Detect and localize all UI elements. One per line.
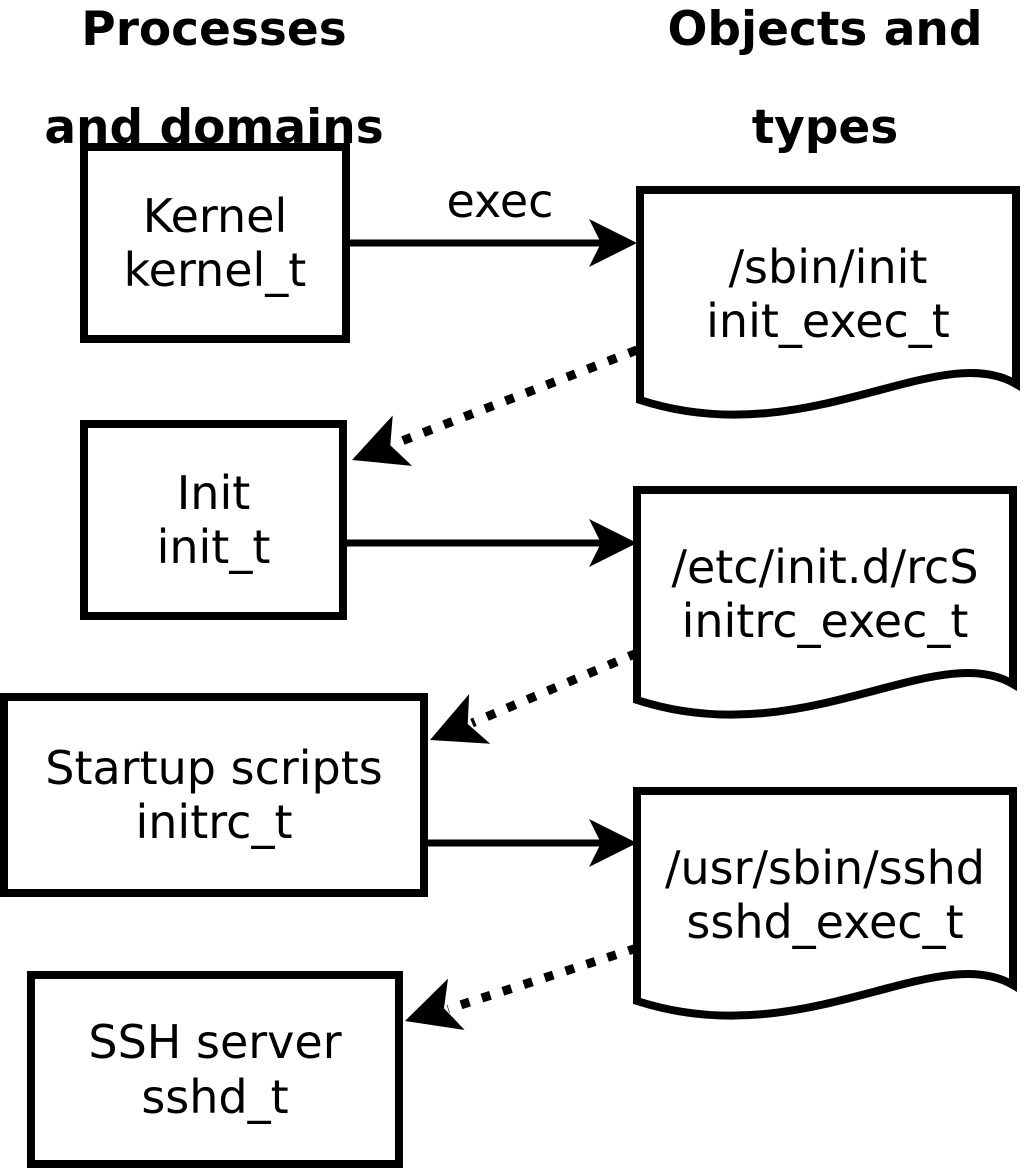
document-shape-icon <box>633 787 1017 1020</box>
process-domain: init_t <box>156 520 271 574</box>
process-box-kernel: Kernel kernel_t <box>80 143 350 343</box>
document-shape-icon <box>633 486 1017 719</box>
process-domain: sshd_t <box>141 1069 289 1124</box>
right-column-header-line1: Objects and <box>667 2 983 57</box>
exec-arrow-init-to-rcs <box>347 519 637 567</box>
object-type: init_exec_t <box>706 294 950 348</box>
exec-edge-label: exec <box>446 174 554 228</box>
transition-arrow-sshd-exec-to-sshd-t <box>405 943 639 1030</box>
object-path: /usr/sbin/sshd <box>665 840 985 895</box>
object-path: /sbin/init <box>728 239 928 294</box>
process-name: Kernel <box>142 188 288 243</box>
process-domain: initrc_t <box>135 795 293 849</box>
left-column-header-line1: Processes <box>81 2 347 57</box>
transition-arrow-init-exec-to-init-t <box>352 345 639 466</box>
process-name: Startup scripts <box>45 740 383 795</box>
left-column-header: Processes and domains <box>18 5 410 153</box>
process-name: Init <box>176 465 251 520</box>
object-path: /etc/init.d/rcS <box>671 539 979 594</box>
process-box-init: Init init_t <box>80 420 347 620</box>
object-type: initrc_exec_t <box>681 594 969 648</box>
process-box-ssh-server: SSH server sshd_t <box>27 971 403 1168</box>
transition-arrow-initrc-exec-to-initrc-t <box>430 648 639 744</box>
object-doc-text: /etc/init.d/rcS initrc_exec_t <box>633 494 1017 694</box>
object-doc-usr-sbin-sshd: /usr/sbin/sshd sshd_exec_t <box>633 787 1017 1037</box>
object-doc-text: /sbin/init init_exec_t <box>636 194 1020 394</box>
object-type: sshd_exec_t <box>686 895 964 949</box>
document-shape-icon <box>636 186 1020 419</box>
right-column-header-line2: types <box>751 99 899 155</box>
object-doc-etc-initd-rcs: /etc/init.d/rcS initrc_exec_t <box>633 486 1017 736</box>
process-domain: kernel_t <box>123 243 307 297</box>
process-name: SSH server <box>88 1015 342 1070</box>
right-column-header: Objects and types <box>633 5 1017 155</box>
exec-arrow-startup-to-sshd <box>428 819 637 867</box>
object-doc-sbin-init: /sbin/init init_exec_t <box>636 186 1020 436</box>
process-box-startup-scripts: Startup scripts initrc_t <box>0 693 428 897</box>
object-doc-text: /usr/sbin/sshd sshd_exec_t <box>633 795 1017 995</box>
